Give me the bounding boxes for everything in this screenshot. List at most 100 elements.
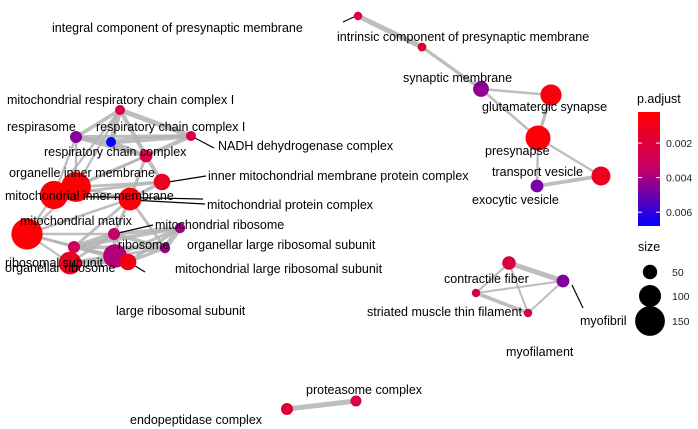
node-mlrs bbox=[159, 242, 171, 254]
node-label-lrs: large ribosomal subunit bbox=[116, 304, 246, 318]
node-mim bbox=[39, 180, 69, 210]
edge-mito_ribosome-mlrs bbox=[112, 232, 167, 250]
edge-mito_rcc1-rcc bbox=[117, 107, 149, 159]
node-mpc bbox=[118, 187, 142, 211]
node-label-smtf: striated muscle thin filament bbox=[367, 305, 522, 319]
node-oim bbox=[61, 172, 91, 202]
node-imp bbox=[153, 173, 171, 191]
node-presynapse bbox=[525, 125, 551, 151]
color-tick-label: 0.006 bbox=[666, 207, 692, 219]
node-label-mito_rcc1: mitochondrial respiratory chain complex … bbox=[7, 93, 234, 107]
node-olrs bbox=[174, 222, 186, 234]
size-legend-label: 150 bbox=[672, 316, 690, 328]
node-nadh bbox=[186, 131, 196, 141]
color-legend-title: p.adjust bbox=[637, 92, 681, 106]
node-layer bbox=[11, 11, 611, 415]
node-label-proteasome: proteasome complex bbox=[306, 383, 423, 397]
edge-mpc-org_ribosome bbox=[72, 197, 132, 249]
edge-contractile-smtf bbox=[474, 261, 511, 295]
color-tick-label: 0.002 bbox=[666, 138, 692, 150]
node-label-rcc1: respiratory chain complex I bbox=[96, 120, 245, 134]
edge-smtf-myofibril bbox=[474, 279, 565, 295]
size-legend-dot bbox=[635, 306, 665, 336]
edge-synaptic_membrane-presynapse bbox=[479, 87, 540, 140]
node-contractile bbox=[502, 256, 516, 270]
color-legend-ticks: 0.002 0.004 0.006 bbox=[638, 138, 692, 219]
label-leader-mpc bbox=[130, 199, 206, 205]
node-label-respirasome: respirasome bbox=[7, 120, 76, 134]
size-legend-keys: 50 100 150 bbox=[635, 264, 690, 336]
node-org_ribosome bbox=[68, 241, 80, 253]
node-lrs bbox=[119, 253, 137, 271]
edge-olrs-lrs bbox=[126, 226, 182, 264]
edge-integral-intrinsic bbox=[355, 13, 425, 50]
label-leader-myofibril bbox=[571, 284, 584, 309]
node-ribo_subunit bbox=[58, 251, 82, 275]
edge-mpc-mito_matrix bbox=[25, 197, 132, 236]
node-mito_ribosome bbox=[108, 228, 120, 240]
edge-olrs-org_ribosome bbox=[72, 226, 182, 249]
node-label-ribosome: ribosome bbox=[118, 238, 169, 252]
node-integral bbox=[353, 11, 363, 21]
node-endopeptidase bbox=[281, 403, 293, 415]
node-transport_vesicle bbox=[591, 166, 611, 186]
edge-myofibril-myofilament bbox=[526, 279, 565, 315]
node-label-endopeptidase: endopeptidase complex bbox=[130, 413, 263, 427]
node-label-synaptic_membrane: synaptic membrane bbox=[403, 71, 512, 85]
node-label-transport_vesicle: transport vesicle bbox=[492, 165, 583, 179]
color-legend: p.adjust 0.002 0.004 0.006 bbox=[637, 92, 692, 226]
size-legend-dot bbox=[642, 264, 658, 280]
edge-nadh-rcc bbox=[143, 133, 194, 159]
edge-synaptic_membrane-glutamatergic bbox=[479, 87, 553, 97]
node-label-mpc: mitochondrial protein complex bbox=[207, 198, 374, 212]
size-legend: size 50 100 150 bbox=[635, 240, 690, 336]
node-proteasome bbox=[350, 395, 362, 407]
node-label-olrs: organellar large ribosomal subunit bbox=[187, 238, 376, 252]
node-label-glutamatergic: glutamatergic synapse bbox=[482, 100, 607, 114]
edge-transport_vesicle-exocytic_vesicle bbox=[535, 174, 603, 188]
edge-mito_rcc1-respirasome bbox=[74, 108, 122, 139]
node-label-rcc: respiratory chain complex bbox=[44, 145, 187, 159]
node-label-mito_matrix: mitochondrial matrix bbox=[20, 214, 133, 228]
size-legend-dot bbox=[639, 285, 661, 307]
size-legend-label: 100 bbox=[672, 291, 690, 303]
label-leader-integral bbox=[342, 15, 357, 23]
node-intrinsic bbox=[417, 42, 427, 52]
node-synaptic_membrane bbox=[473, 81, 489, 97]
edge-smtf-myofilament bbox=[474, 291, 530, 315]
node-label-presynapse: presynapse bbox=[485, 144, 550, 158]
node-respirasome bbox=[70, 131, 82, 143]
node-rcc1 bbox=[106, 137, 116, 147]
node-label-contractile: contractile fiber bbox=[444, 272, 529, 286]
node-label-myofibril: myofibril bbox=[580, 314, 627, 328]
node-label-org_ribosome: organellar ribosome bbox=[5, 261, 116, 275]
node-label-mito_ribosome: mitochondrial ribosome bbox=[155, 218, 284, 232]
node-smtf bbox=[471, 288, 481, 298]
label-leader-mito_ribosome bbox=[113, 224, 154, 235]
node-label-myofilament: myofilament bbox=[506, 345, 574, 359]
node-rcc bbox=[139, 149, 153, 163]
node-glutamatergic bbox=[540, 84, 562, 106]
color-tick-label: 0.004 bbox=[666, 173, 692, 185]
label-layer: integral component of presynaptic membra… bbox=[5, 21, 627, 427]
node-myofibril bbox=[556, 274, 570, 288]
node-label-mlrs: mitochondrial large ribosomal subunit bbox=[175, 262, 383, 276]
edge-proteasome-endopeptidase bbox=[284, 398, 359, 412]
node-label-nadh: NADH dehydrogenase complex bbox=[218, 139, 394, 153]
size-legend-label: 50 bbox=[672, 267, 684, 279]
node-label-imp: inner mitochondrial membrane protein com… bbox=[208, 169, 469, 183]
node-label-oim: organelle inner membrane bbox=[9, 166, 155, 180]
node-label-intrinsic: intrinsic component of presynaptic membr… bbox=[337, 30, 589, 44]
size-legend-title: size bbox=[638, 240, 660, 254]
node-label-ribo_subunit: ribosomal subunit bbox=[5, 256, 103, 270]
node-mito_matrix bbox=[11, 218, 43, 250]
node-mito_rcc1 bbox=[115, 105, 125, 115]
node-label-exocytic_vesicle: exocytic vesicle bbox=[472, 193, 559, 207]
node-myofilament bbox=[523, 308, 533, 318]
label-leader-nadh bbox=[192, 136, 215, 149]
edge-rcc1-nadh bbox=[108, 133, 194, 145]
node-label-integral: integral component of presynaptic membra… bbox=[52, 21, 303, 35]
color-legend-bar bbox=[638, 112, 660, 226]
node-exocytic_vesicle bbox=[530, 179, 544, 193]
